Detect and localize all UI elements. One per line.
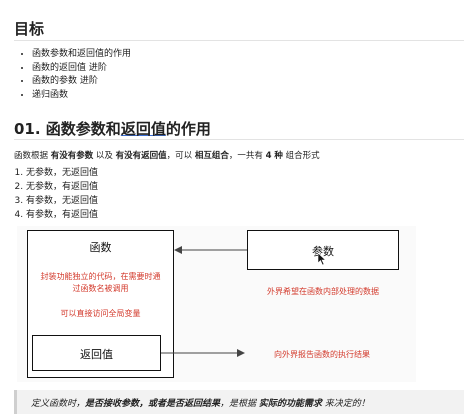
parameter-desc: 外界希望在函数内部处理的数据 <box>267 287 379 296</box>
goals-list: 函数参数和返回值的作用 函数的返回值 进阶 函数的参数 进阶 递归函数 <box>18 48 131 102</box>
goal-item: 函数的返回值 进阶 <box>32 62 131 76</box>
mouse-cursor-icon <box>318 253 326 265</box>
heading-divider <box>14 40 464 41</box>
note-text: ，是根据 <box>220 399 259 409</box>
combination-list: 无参数，无返回值 无参数，有返回值 有参数，无返回值 有参数，有返回值 <box>14 166 98 222</box>
function-desc-line3: 可以直接访问全局变量 <box>60 309 141 318</box>
function-diagram: 函数 封装功能独立的代码，在需要时通 过函数名被调用 可以直接访问全局变量 参数… <box>17 226 416 382</box>
section-title-c: 的作用 <box>165 120 211 138</box>
return-box: 返回值 <box>32 335 161 371</box>
param-arrow-head <box>174 246 182 254</box>
note-block: 定义函数时，是否接收参数，或者是否返回结果，是根据 实际的功能需求 来决定的！ <box>14 390 464 414</box>
function-desc-line2: 过函数名被调用 <box>72 284 129 293</box>
combination-item: 有参数，有返回值 <box>26 208 98 222</box>
return-title: 返回值 <box>80 348 113 361</box>
desc-bold: 4 种 <box>265 151 283 161</box>
description: 函数根据 有没有参数 以及 有没有返回值，可以 相互组合，一共有 4 种 组合形… <box>14 149 320 161</box>
section-divider <box>14 139 464 140</box>
desc-text: 以及 <box>93 151 116 161</box>
desc-text: 组合形式 <box>282 151 320 161</box>
return-arrow-head <box>237 349 245 357</box>
desc-bold: 有没有返回值 <box>115 151 167 161</box>
function-title: 函数 <box>89 241 112 254</box>
desc-text: ，可以 <box>166 151 195 161</box>
return-desc: 向外界报告函数的执行结果 <box>274 350 370 359</box>
desc-text: 函数根据 <box>14 151 51 161</box>
note-text: 来决定的！ <box>321 399 370 409</box>
section-title-a: 函数参数和 <box>45 120 121 138</box>
goals-heading: 目标 <box>14 20 45 38</box>
diagram-arrows <box>161 246 247 357</box>
desc-bold: 相互组合 <box>194 151 229 161</box>
goal-item: 递归函数 <box>32 89 131 103</box>
note-text: 定义函数时， <box>31 399 86 409</box>
goal-item: 函数参数和返回值的作用 <box>32 48 131 62</box>
desc-bold: 有没有参数 <box>50 151 94 161</box>
section-title-b: 返回值 <box>120 120 166 138</box>
goal-item: 函数的参数 进阶 <box>32 75 131 89</box>
combination-item: 无参数，无返回值 <box>26 166 98 180</box>
note-bold: 实际的功能需求 <box>258 399 322 409</box>
note-bold: 是否接收参数，或者是否返回结果 <box>85 399 221 409</box>
combination-item: 有参数，无返回值 <box>26 194 98 208</box>
section-number: 01. <box>14 120 46 138</box>
combination-item: 无参数，有返回值 <box>26 180 98 194</box>
function-desc-line1: 封装功能独立的代码，在需要时通 <box>40 272 161 281</box>
parameter-title: 参数 <box>312 245 334 258</box>
section-heading: 01. 函数参数和返回值的作用 <box>14 118 211 139</box>
desc-text: ，一共有 <box>228 151 266 161</box>
